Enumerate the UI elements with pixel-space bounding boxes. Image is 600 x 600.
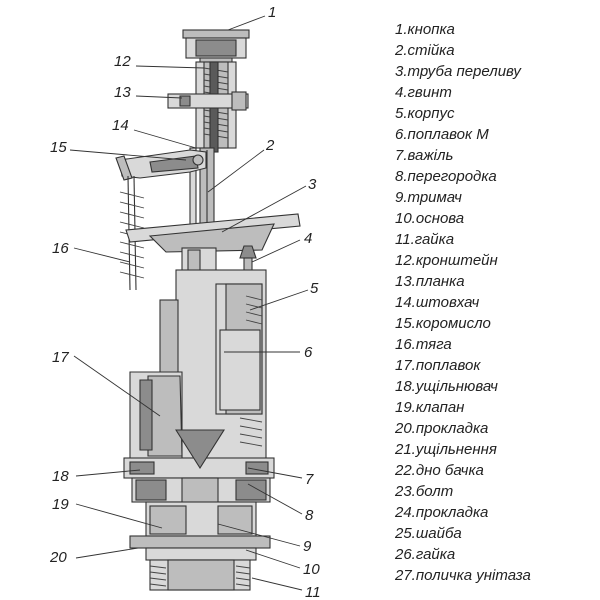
callout-10: 10: [303, 561, 320, 578]
legend-item-18: 18.ущільнювач: [395, 378, 498, 395]
callout-8: 8: [305, 507, 314, 524]
legend-item-24: 24.прокладка: [395, 504, 489, 521]
callout-9: 9: [303, 538, 312, 555]
legend-item-9: 9.тримач: [395, 189, 462, 206]
callout-2: 2: [265, 137, 275, 154]
base-and-nut: [129, 535, 271, 591]
callout-numbers: 1 2 3 4 5 6 7 8 9 10 11 12 13 14 15 16 1…: [49, 4, 321, 600]
legend-item-13: 13.планка: [395, 273, 465, 290]
button-part: [182, 29, 250, 67]
legend-item-1: 1.кнопка: [395, 21, 455, 38]
legend-item-19: 19.клапан: [395, 399, 465, 416]
legend-item-4: 4.гвинт: [395, 84, 452, 101]
callout-6: 6: [304, 344, 313, 361]
legend-item-12: 12.кронштейн: [395, 252, 498, 269]
callout-3: 3: [308, 176, 317, 193]
float-part: [129, 371, 183, 461]
legend-item-21: 21.ущільнення: [395, 441, 497, 458]
callout-5: 5: [310, 280, 319, 297]
legend-item-16: 16.тяга: [395, 336, 452, 353]
bracket-column: [167, 61, 249, 229]
legend-item-14: 14.штовхач: [395, 294, 480, 311]
callout-16: 16: [52, 240, 69, 257]
legend-item-22: 22.дно бачка: [395, 462, 484, 479]
legend-item-23: 23.болт: [395, 483, 454, 500]
callout-15: 15: [50, 139, 67, 156]
callout-12: 12: [114, 53, 131, 70]
legend-item-8: 8.перегородка: [395, 168, 497, 185]
legend-item-6: 6.поплавок М: [395, 126, 489, 143]
callout-7: 7: [305, 471, 314, 488]
callout-11: 11: [305, 584, 321, 600]
legend-item-27: 27.поличка унітаза: [395, 567, 531, 584]
legend-item-2: 2.стійка: [395, 42, 455, 59]
callout-1: 1: [268, 4, 276, 21]
callout-19: 19: [52, 496, 69, 513]
legend-item-26: 26.гайка: [395, 546, 456, 563]
callout-20: 20: [49, 549, 67, 566]
callout-14: 14: [112, 117, 129, 134]
leader-lines: [69, 15, 309, 591]
callout-18: 18: [52, 468, 69, 485]
housing-part: [159, 269, 267, 471]
legend-item-10: 10.основа: [395, 210, 465, 227]
legend-item-7: 7.важіль: [395, 147, 454, 164]
callout-4: 4: [304, 230, 312, 247]
callout-13: 13: [114, 84, 131, 101]
legend-item-20: 20.прокладка: [395, 420, 489, 437]
legend-item-17: 17.поплавок: [395, 357, 481, 374]
legend-item-3: 3.труба переливу: [395, 63, 521, 80]
callout-17: 17: [52, 349, 69, 366]
legend-item-25: 25.шайба: [395, 525, 462, 542]
legend-item-11: 11.гайка: [395, 231, 455, 248]
legend-item-5: 5.корпус: [395, 105, 455, 122]
legend-item-15: 15.коромисло: [395, 315, 491, 332]
